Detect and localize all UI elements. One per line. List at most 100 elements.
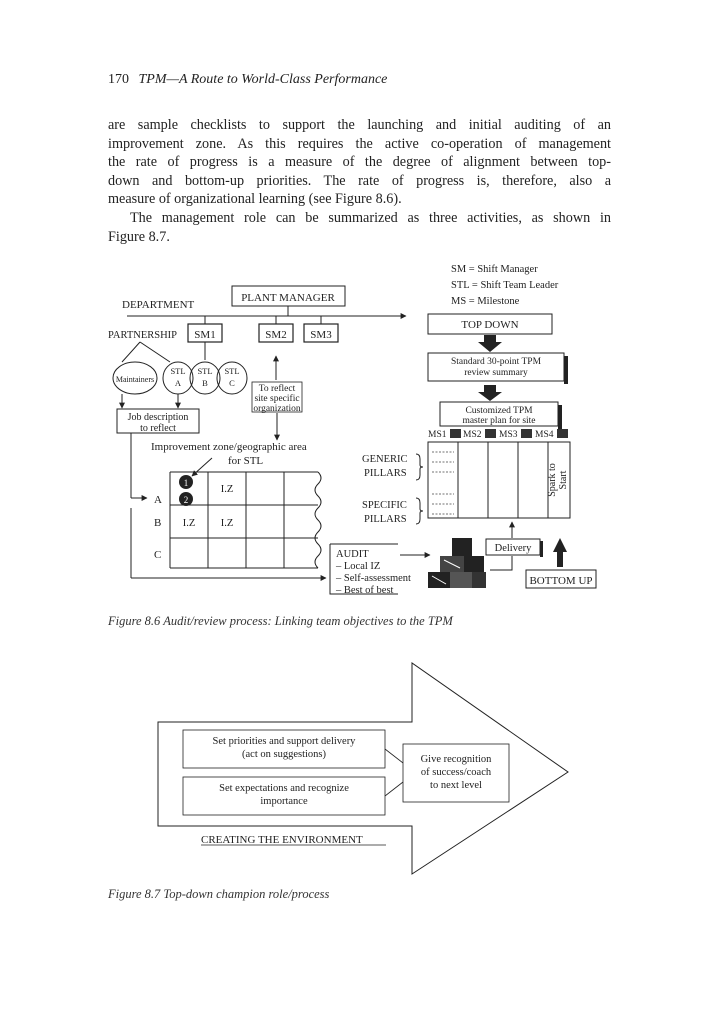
figure-8-7-caption: Figure 8.7 Top-down champion role/proces… <box>108 887 330 901</box>
audit-line-4: – Best of best <box>335 585 394 596</box>
recognition-line-1: Give recognition <box>421 754 493 765</box>
row-b-label: B <box>154 517 161 529</box>
expectations-line-2: importance <box>260 796 308 807</box>
pointer-arrow <box>191 457 213 477</box>
sm1-box <box>187 323 223 343</box>
plant-manager-label: PLANT MANAGER <box>241 292 335 304</box>
priorities-line-2: (act on suggestions) <box>242 749 326 760</box>
milestone-3: MS3 <box>499 430 518 440</box>
text-line: Figure 8.7. <box>108 228 170 245</box>
priorities-box <box>182 729 386 769</box>
milestone-1: MS1 <box>428 430 447 440</box>
text-line: are sample checklists to support the lau… <box>108 117 611 133</box>
connector-line <box>384 748 404 764</box>
body-text: are sample checklists to support the lau… <box>108 116 611 246</box>
partnership-label: PARTNERSHIP <box>108 330 177 341</box>
iz-caption-line-1: Improvement zone/geographic area <box>151 441 307 453</box>
stl-b-label: B <box>202 378 208 388</box>
maintainers-circle <box>112 361 158 395</box>
milestone-marker <box>485 429 496 438</box>
cell-iz: I.Z <box>221 484 234 495</box>
audit-bracket <box>329 543 398 595</box>
milestone-marker <box>521 429 532 438</box>
paragraph-2: The management role can be summarized as… <box>108 209 611 246</box>
plant-manager-box <box>231 285 346 307</box>
job-description-line-1: Job description <box>128 412 189 423</box>
legend-sm: SM = Shift Manager <box>451 264 538 275</box>
circle-2-label: 2 <box>184 495 189 505</box>
standard-review-line-2: review summary <box>464 368 528 378</box>
box-shadow <box>558 405 562 429</box>
sm1-label: SM1 <box>194 329 215 341</box>
paragraph-1: are sample checklists to support the lau… <box>108 116 611 209</box>
connector-line <box>121 341 141 363</box>
down-arrow-bold <box>478 335 502 352</box>
stl-a-circle <box>162 361 194 395</box>
box-shadow <box>564 356 568 384</box>
running-header: 170 TPM—A Route to World-Class Performan… <box>108 72 387 88</box>
pillar-grid <box>427 441 571 519</box>
audit-line-2: – Local IZ <box>335 561 380 572</box>
text-line: down and bottom-up priorities. The rate … <box>108 172 611 189</box>
stl-b-circle <box>189 361 221 395</box>
stl-label: STL <box>197 366 212 376</box>
text-line: measure of organizational learning (see … <box>108 191 402 208</box>
bottom-up-box <box>525 569 597 589</box>
stl-a-label: A <box>175 378 182 388</box>
recognition-box <box>402 743 510 803</box>
recognition-line-2: of success/coach <box>421 767 492 778</box>
job-description-box <box>116 408 200 434</box>
audit-line-1: AUDIT <box>336 549 369 560</box>
spark-to-start-line-2: Start <box>558 470 569 489</box>
reflect-site-line-3: organization <box>253 404 301 414</box>
expectations-line-1: Set expectations and recognize <box>219 783 349 794</box>
iz-caption-line-2: for STL <box>228 455 263 467</box>
customized-plan-line-2: master plan for site <box>462 415 535 426</box>
environment-label: CREATING THE ENVIRONMENT <box>201 834 363 846</box>
reflect-site-box <box>251 381 303 413</box>
delivery-line <box>490 556 513 571</box>
audit-line-3: – Self-assessment <box>335 573 411 584</box>
stl-c-circle <box>216 361 248 395</box>
row-a-label: A <box>154 494 162 506</box>
stl-c-label: C <box>229 378 235 388</box>
iz-grid <box>169 471 322 569</box>
up-arrow-bold <box>553 538 567 567</box>
milestone-4: MS4 <box>535 430 554 440</box>
figure-8-6: SM = Shift Manager STL = Shift Team Lead… <box>108 264 597 596</box>
big-arrow-outline <box>157 662 569 875</box>
department-label: DEPARTMENT <box>122 299 195 311</box>
bottom-up-label: BOTTOM UP <box>529 575 592 587</box>
milestone-marker <box>450 429 461 438</box>
book-title: TPM—A Route to World-Class Performance <box>138 72 388 87</box>
job-description-line-2: to reflect <box>140 423 176 434</box>
expectations-box <box>182 776 386 816</box>
customized-plan-box <box>439 401 559 427</box>
brace <box>415 497 424 525</box>
milestone-2: MS2 <box>463 430 482 440</box>
cell-iz: I.Z <box>221 518 234 529</box>
priorities-line-1: Set priorities and support delivery <box>213 736 357 747</box>
top-down-label: TOP DOWN <box>461 319 518 331</box>
reflect-site-line-2: site specific <box>254 393 299 404</box>
box-shadow <box>540 541 543 557</box>
customized-plan-line-1: Customized TPM <box>465 406 533 416</box>
standard-review-line-1: Standard 30-point TPM <box>451 357 542 367</box>
connector-line <box>139 341 171 363</box>
page-number: 170 <box>108 72 129 87</box>
legend-ms: MS = Milestone <box>451 296 520 307</box>
generic-pillars-line-2: PILLARS <box>364 468 407 479</box>
row-c-label: C <box>154 549 161 561</box>
text-line: the rate of progress is a measure of the… <box>108 154 611 171</box>
top-down-box <box>427 313 553 335</box>
stl-label: STL <box>170 366 185 376</box>
sm3-box <box>303 323 339 343</box>
circle-1 <box>179 475 193 489</box>
figure-8-6-caption: Figure 8.6 Audit/review process: Linking… <box>108 614 453 628</box>
standard-review-box <box>427 352 565 382</box>
connector-line <box>384 781 404 797</box>
sm2-label: SM2 <box>265 329 286 341</box>
down-arrow-bold <box>478 385 502 401</box>
circle-2 <box>179 492 193 506</box>
brace <box>415 453 424 481</box>
